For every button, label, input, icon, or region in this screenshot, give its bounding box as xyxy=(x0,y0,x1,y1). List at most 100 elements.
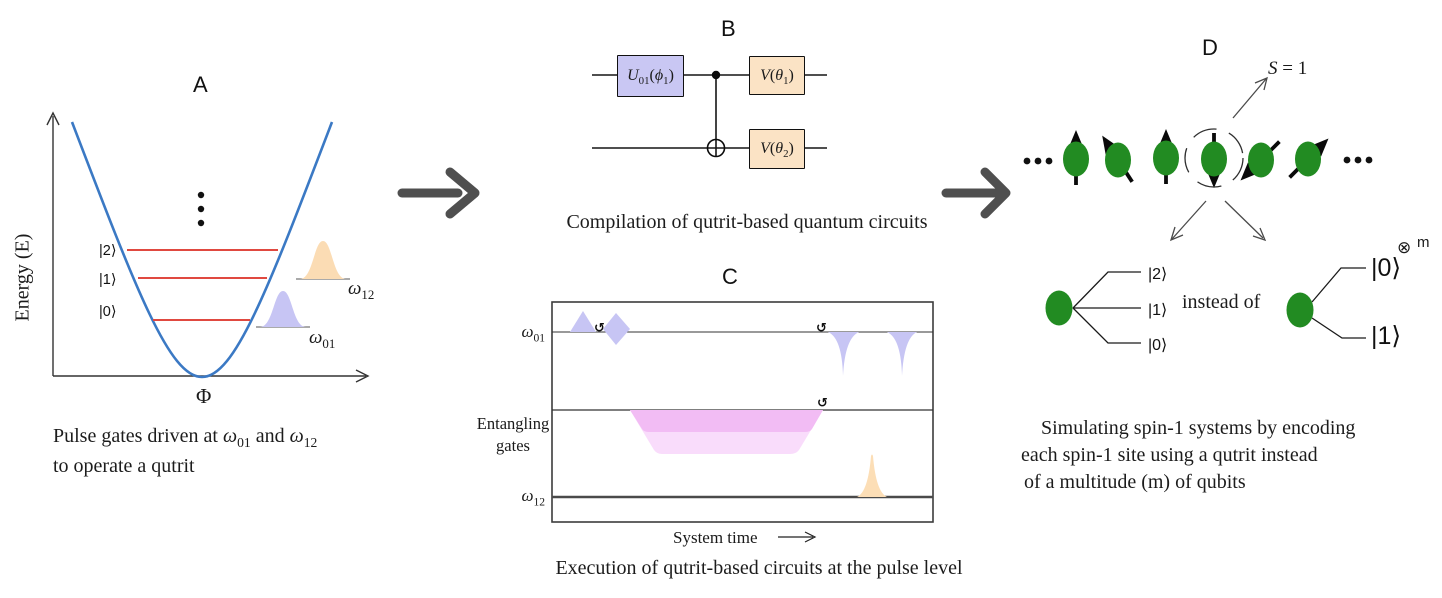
qutrit-site-oval xyxy=(1045,290,1073,326)
energy-axis-label: Energy (E) xyxy=(11,233,34,322)
arrow-downright-head-icon xyxy=(1252,227,1267,242)
spin-site-4-highlighted xyxy=(1184,128,1244,188)
time-axis-label: System time xyxy=(673,528,758,547)
panel-d-caption-line3: of a multitude (m) of qubits xyxy=(1024,471,1246,493)
omega12-gaussian-pulse xyxy=(300,241,346,279)
panel-d-caption-line1: Simulating spin-1 systems by encoding xyxy=(1041,417,1356,439)
ket-2-label: |2⟩ xyxy=(99,243,117,259)
omega-symbol: ω xyxy=(348,278,362,299)
potential-parabola-curve xyxy=(70,121,334,378)
gate-v-theta1: V(θ1) xyxy=(749,56,805,95)
spin-site-6 xyxy=(1288,138,1329,179)
tensor-product-icon: ⊗ xyxy=(1397,238,1412,257)
spin-arrow-downleft-icon xyxy=(1240,162,1259,181)
spin-site-5 xyxy=(1240,140,1281,181)
gate-v-symbol: V xyxy=(760,140,770,157)
qutrit-ket-2-label: |2⟩ xyxy=(1148,266,1168,283)
omega12-pulse-c xyxy=(857,454,887,497)
spin-site-oval xyxy=(1153,140,1179,176)
omega12-channel-label: ω12 xyxy=(521,486,545,509)
arrow-downright xyxy=(1224,200,1264,239)
chain-ellipsis-dot xyxy=(1343,156,1351,164)
spin-arrow-upright-icon xyxy=(1310,138,1329,157)
spin-site-3 xyxy=(1153,129,1179,184)
entangling-pulse-inner xyxy=(630,410,823,432)
omega01-subscript: 01 xyxy=(322,335,336,351)
ket-0-label: |0⟩ xyxy=(99,304,117,320)
qubit-ket-1-label: |1⟩ xyxy=(1371,322,1402,350)
annotation-arrows xyxy=(1169,76,1268,242)
gate-u01: U01(ϕ1) xyxy=(617,55,684,97)
panel-a-graphics xyxy=(46,111,370,383)
arrow-downleft xyxy=(1171,200,1207,240)
arrow-downleft-head-icon xyxy=(1169,226,1184,242)
panel-d-caption-line2: each spin-1 site using a qutrit instead xyxy=(1021,444,1318,466)
virtual-z-loop-icon: ↺ xyxy=(817,396,828,411)
omega01-label: ω01 xyxy=(309,327,336,351)
panel-d-graphics xyxy=(1023,76,1373,344)
omega12-label: ω12 xyxy=(348,278,375,302)
cnot-target-icon xyxy=(706,138,726,158)
chain-ellipsis-dot xyxy=(1045,157,1053,165)
instead-of-label: instead of xyxy=(1182,291,1261,313)
pulse-triangle-down-2 xyxy=(887,332,917,376)
tensor-exponent-label: m xyxy=(1417,234,1430,251)
entangling-channel-label: Entangling gates xyxy=(476,414,550,455)
spin-site-oval xyxy=(1295,141,1321,177)
phi-symbol: ϕ xyxy=(654,67,664,84)
highlight-dashed-circle xyxy=(1184,128,1244,188)
omega-symbol: ω xyxy=(309,327,323,348)
qubit-level-fan xyxy=(1311,267,1366,339)
virtual-z-loop-icon: ↺ xyxy=(816,321,827,336)
panel-b-caption: Compilation of qutrit-based quantum circ… xyxy=(566,211,928,233)
qutrit-ket-0-label: |0⟩ xyxy=(1148,337,1168,354)
spin-site-oval xyxy=(1105,142,1131,178)
chain-ellipsis-dot xyxy=(1023,157,1031,165)
ellipsis-dot xyxy=(197,205,205,213)
spin-1-label: S = 1 xyxy=(1268,58,1308,79)
pulse-diamond xyxy=(603,313,630,345)
spin-site-2 xyxy=(1102,135,1134,183)
panel-a-label: A xyxy=(193,72,208,97)
spin-site-oval xyxy=(1248,142,1274,178)
spin-site-oval xyxy=(1201,141,1227,177)
pulse-triangle-up xyxy=(570,311,596,332)
cnot-control-dot-icon xyxy=(711,70,721,80)
panel-c-caption: Execution of qutrit-based circuits at th… xyxy=(555,557,963,579)
panel-a-caption-line1: Pulse gates driven at ω01 and ω12 xyxy=(53,425,318,450)
arrow-to-spin-label xyxy=(1232,78,1267,119)
theta-symbol: θ xyxy=(775,140,784,157)
fan-line-level0 xyxy=(1072,307,1141,344)
panel-a-caption-line2: to operate a qutrit xyxy=(53,455,195,477)
chain-ellipsis-dot xyxy=(1365,156,1373,164)
omega01-gaussian-pulse xyxy=(260,291,306,327)
flow-arrow-a-to-b-head-icon xyxy=(445,167,480,219)
panel-d-label: D xyxy=(1202,35,1218,60)
ket-1-label: |1⟩ xyxy=(99,272,117,288)
qubit-ket-0-label: |0⟩ xyxy=(1371,254,1402,282)
ellipsis-dot xyxy=(197,219,205,227)
gate-v-theta2: V(θ2) xyxy=(749,129,805,169)
pulse-schedule-frame xyxy=(551,301,934,523)
spin-arrow-upleft-icon xyxy=(1102,135,1119,155)
energy-axis-arrowhead-icon xyxy=(46,111,60,126)
omega12-subscript: 12 xyxy=(361,286,375,302)
panel-c-label: C xyxy=(722,264,738,289)
flux-axis-arrowhead-icon xyxy=(355,369,370,383)
omega01-channel-label: ω01 xyxy=(521,322,545,345)
chain-ellipsis-dot xyxy=(1034,157,1042,165)
fan-line-qubit1 xyxy=(1311,317,1366,339)
time-axis-arrowhead-icon xyxy=(804,531,817,543)
fan-line-level2 xyxy=(1072,271,1141,309)
qutrit-level-fan xyxy=(1072,271,1141,344)
panel-b-label: B xyxy=(721,16,736,41)
gate-u-symbol: U xyxy=(627,67,639,84)
arrow-to-spin-label-head-icon xyxy=(1254,76,1268,91)
spin-site-1 xyxy=(1063,130,1089,185)
pulse-triangle-down-1 xyxy=(828,332,859,376)
virtual-z-loop-icon: ↺ xyxy=(594,321,605,336)
chain-ellipsis-dot xyxy=(1354,156,1362,164)
ellipsis-dot xyxy=(197,191,205,199)
gate-v-symbol: V xyxy=(760,66,770,84)
